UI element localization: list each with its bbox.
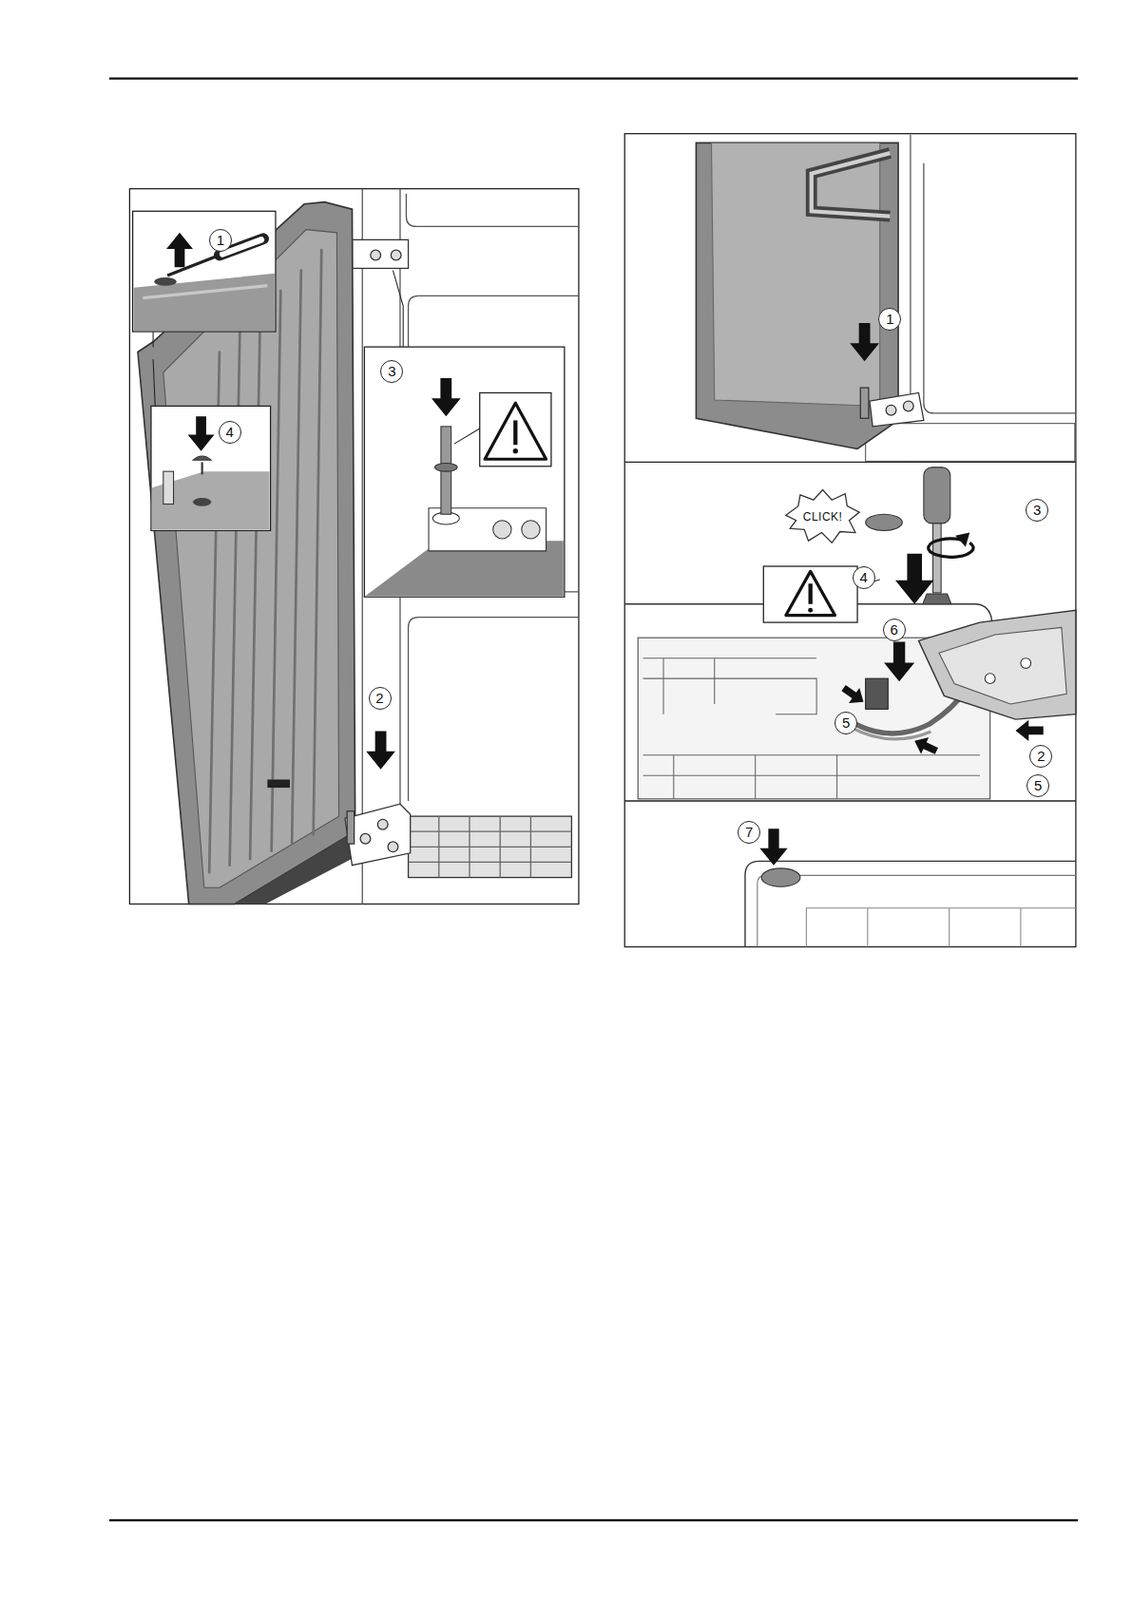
callout-number: 7 <box>737 821 761 845</box>
label-text: 4 <box>225 423 233 441</box>
callout-number: 5 <box>1026 774 1050 798</box>
sound-text: CLICK! <box>803 510 844 524</box>
label-text: 1 <box>216 231 225 249</box>
callout-number: 1 <box>209 229 232 252</box>
callout-number: 6 <box>882 618 906 642</box>
label-text: 2 <box>375 690 384 707</box>
label-text: CLICK! <box>803 510 844 524</box>
callout-number: 4 <box>218 421 242 444</box>
label-text: 3 <box>1033 501 1041 519</box>
label-text: 7 <box>745 824 753 841</box>
callout-number: 2 <box>368 687 392 710</box>
label-text: 6 <box>890 621 899 638</box>
label-text: 2 <box>1036 748 1045 765</box>
callout-number: 1 <box>878 307 902 331</box>
drawing <box>109 78 1078 1521</box>
label-text: 5 <box>842 714 850 731</box>
right-panel <box>624 134 1076 948</box>
label-text: 5 <box>1034 777 1042 794</box>
callout-number: 4 <box>852 566 876 590</box>
callout-number: 5 <box>834 711 858 735</box>
callout-number: 3 <box>1025 498 1049 522</box>
label-text: 3 <box>387 363 396 380</box>
callout-number: 2 <box>1029 745 1053 768</box>
callout-number: 3 <box>380 360 403 384</box>
left-panel <box>129 189 579 905</box>
label-text: 1 <box>885 310 894 327</box>
page-rule <box>109 78 1078 1521</box>
label-text: 4 <box>859 569 867 586</box>
